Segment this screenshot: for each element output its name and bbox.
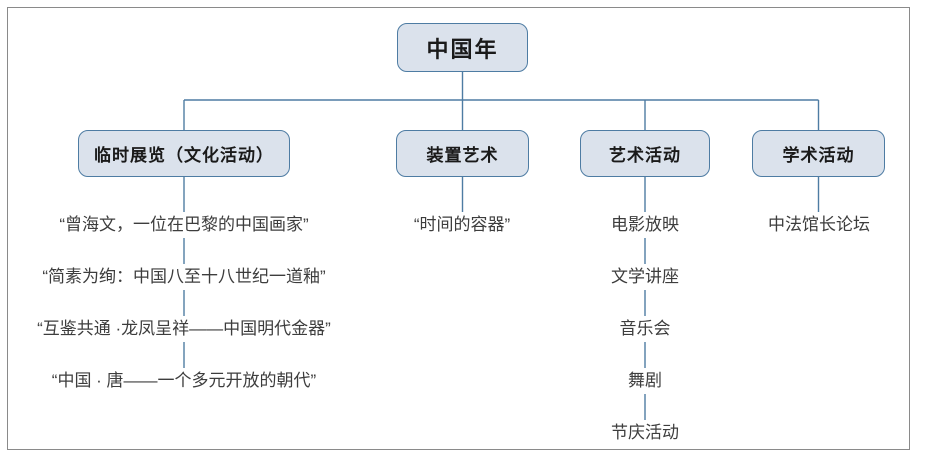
node-root: 中国年 bbox=[397, 23, 528, 72]
leaf-item: 音乐会 bbox=[619, 319, 671, 338]
node-branch-art-activities: 艺术活动 bbox=[580, 130, 710, 177]
leaf-item: “曾海文，一位在巴黎的中国画家” bbox=[59, 215, 309, 234]
leaf-item: “互鉴共通 ·龙凤呈祥——中国明代金器” bbox=[37, 319, 331, 338]
leaf-item: “时间的容器” bbox=[413, 215, 511, 234]
leaf-item: “中国 · 唐——一个多元开放的朝代” bbox=[51, 371, 317, 390]
leaf-item: “简素为绚：中国八至十八世纪一道釉” bbox=[42, 267, 326, 286]
node-branch-academic-activities: 学术活动 bbox=[752, 130, 885, 177]
leaf-item: 节庆活动 bbox=[611, 423, 679, 442]
leaf-item: 舞剧 bbox=[628, 371, 662, 390]
leaf-item: 电影放映 bbox=[611, 215, 679, 234]
leaf-item: 文学讲座 bbox=[611, 267, 679, 286]
leaf-item: 中法馆长论坛 bbox=[768, 215, 870, 234]
diagram-frame bbox=[7, 7, 910, 450]
node-branch-temporary-exhibitions: 临时展览（文化活动） bbox=[78, 130, 290, 177]
node-branch-installation-art: 装置艺术 bbox=[396, 130, 529, 177]
